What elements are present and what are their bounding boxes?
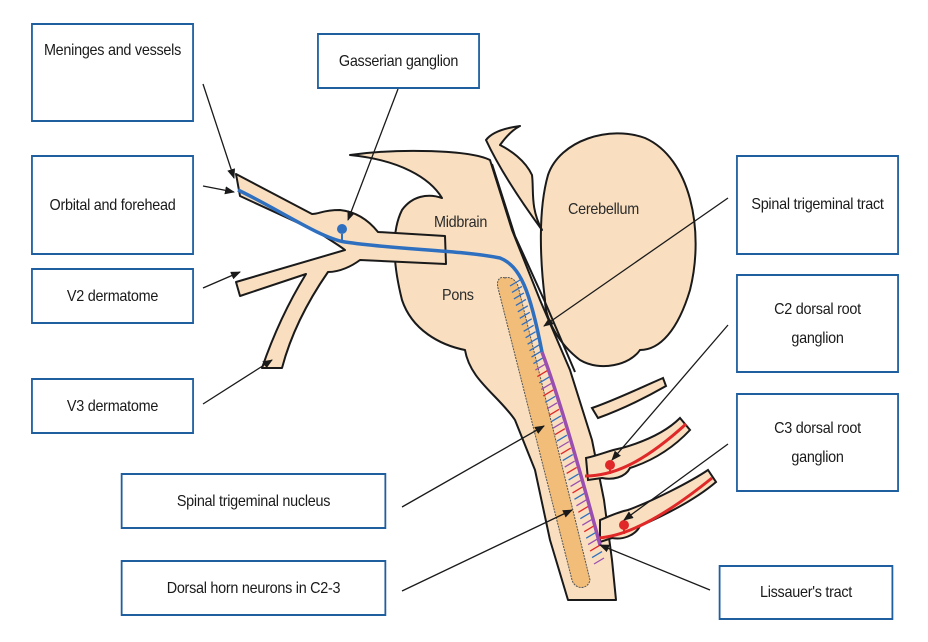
terminal-tick [564,460,576,468]
terminal-tick [574,492,585,500]
terminal-tick [568,473,579,481]
dorsal-horn-label: Dorsal horn neurons in C2-3 [166,579,341,597]
terminal-tick [572,486,583,494]
trigeminal-nerve-shape [235,173,447,369]
terminal-tick [566,466,577,475]
terminal-tick [593,557,605,565]
terminal-tick [583,525,595,533]
v2-label-box: V2 dermatome [31,268,194,324]
spinal-nucleus-label: Spinal trigeminal nucleus [176,492,331,510]
c3-label-line1: C3 dorsal root [774,419,861,437]
spinal-tract-label: Spinal trigeminal tract [751,195,884,213]
terminal-tick [527,337,538,345]
c2-label-box: C2 dorsal root ganglion [736,274,899,373]
terminal-tick [576,499,587,507]
orbital-label: Orbital and forehead [49,196,176,214]
terminal-tick [589,544,601,552]
terminal-ticks [509,279,605,565]
terminal-tick [533,357,544,365]
terminal-tick [552,421,564,429]
terminal-tick [537,369,548,378]
terminal-tick [581,518,593,526]
lissauer-label: Lissauer's tract [759,584,853,601]
terminal-tick [579,512,591,520]
midbrain-label: Midbrain [434,214,488,231]
c3-label-box: C3 dorsal root ganglion [736,393,899,492]
leader-meninges [202,83,235,179]
terminal-tick [515,298,527,306]
cerebellum-label: Cerebellum [568,201,639,218]
terminal-tick [511,285,523,294]
v3-label-box: V3 dermatome [31,378,194,434]
leader-v2 [202,271,241,289]
terminal-tick [535,363,546,371]
c3-label-line2: ganglion [791,448,844,466]
terminal-tick [585,531,597,539]
terminal-tick [523,324,535,332]
meninges-label: Meninges and vessels [43,42,182,59]
lissauer-tract-line [540,351,602,546]
terminal-tick [562,454,574,462]
terminal-tick [529,344,540,352]
terminal-tick [517,305,529,313]
v3-label: V3 dermatome [66,397,159,415]
leader-spinal-nucleus [401,425,545,508]
fourth-ventricle-edge [491,163,576,373]
cerebellum-shape [539,132,697,368]
orbital-label-box: Orbital and forehead [31,155,194,255]
pons-label: Pons [442,287,474,304]
terminal-tick [548,408,560,416]
terminal-tick [587,538,599,546]
c1-nerve [590,376,668,420]
terminal-tick [525,331,536,339]
gasserian-label-box: Gasserian ganglion [317,33,480,89]
tectum-shape [485,125,543,231]
terminal-tick [560,447,572,455]
terminal-tick [591,550,603,559]
c3-root [597,468,718,544]
leader-c2 [611,324,729,461]
terminal-tick [538,376,550,384]
terminal-tick [542,389,554,397]
terminal-tick [550,415,562,423]
terminal-tick [578,505,589,513]
leader-c3 [623,443,729,521]
terminal-tick [544,395,556,403]
lissauer-label-box: Lissauer's tract [718,565,894,620]
gasserian-ganglion-cell [337,224,347,234]
trigeminal-afferent-line [237,188,544,353]
leader-dorsal-horn [401,509,573,592]
c2-root [584,416,692,482]
leader-spinal-tract [543,197,729,327]
leader-v3 [202,359,273,405]
terminal-tick [531,350,542,358]
terminal-tick [556,434,568,442]
v2-label: V2 dermatome [66,287,159,305]
spinal-nucleus-label-box: Spinal trigeminal nucleus [120,473,387,529]
terminal-tick [554,428,566,436]
dorsal-horn-label-box: Dorsal horn neurons in C2-3 [120,560,387,616]
terminal-tick [513,292,525,300]
terminal-tick [570,479,581,487]
leader-lissauer [599,544,711,591]
c2-label-line1: C2 dorsal root [774,300,861,318]
terminal-tick [521,318,533,326]
spinal-tract-label-box: Spinal trigeminal tract [736,155,899,255]
gasserian-label: Gasserian ganglion [338,52,459,70]
meninges-label-box: Meninges and vessels [31,23,194,122]
terminal-tick [509,279,521,287]
leader-gasserian [347,88,399,221]
terminal-tick [558,441,570,449]
leader-orbital [202,185,235,195]
c2-label-line2: ganglion [791,329,844,347]
terminal-tick [546,402,558,410]
terminal-tick [519,311,531,319]
terminal-tick [540,382,552,390]
